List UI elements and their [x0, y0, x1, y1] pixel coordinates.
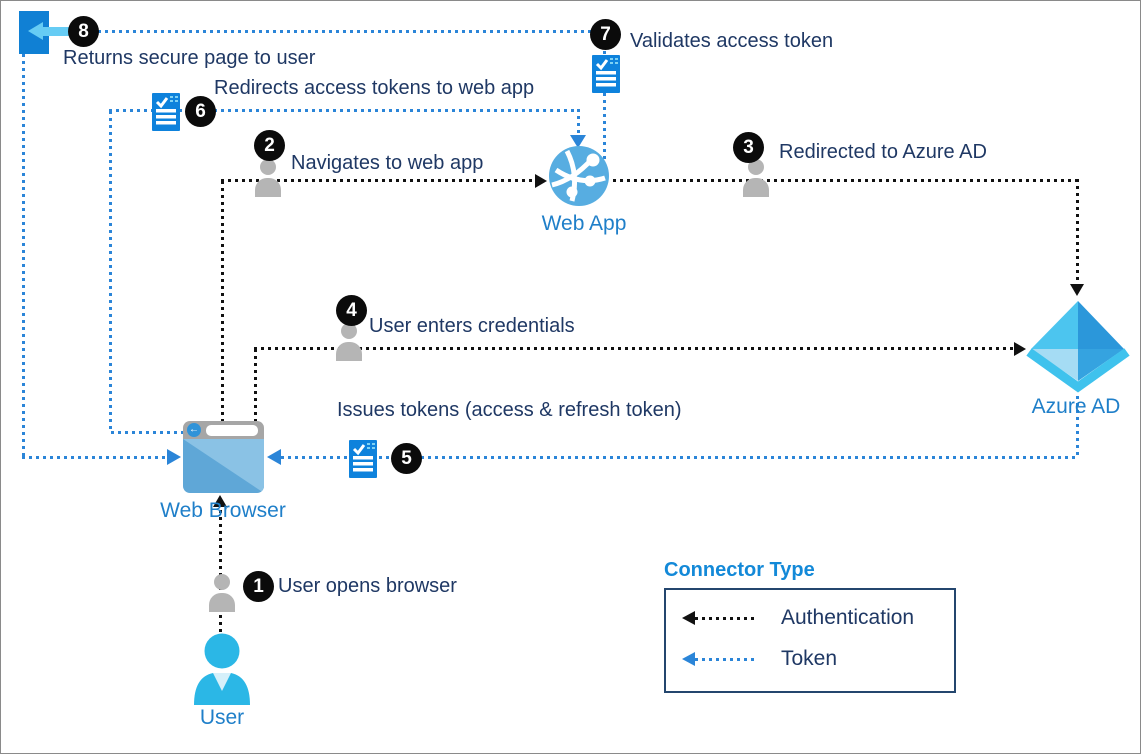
step-label-1: User opens browser [278, 575, 457, 597]
person-icon [194, 633, 250, 705]
step-label-3: Redirected to Azure AD [779, 141, 987, 163]
connector-step6-horizontal [109, 109, 579, 112]
connector-step4-horizontal [254, 347, 1014, 350]
token-icon [349, 440, 377, 478]
legend-token-arrowhead [682, 652, 695, 666]
step-badge-1: 1 [243, 571, 274, 602]
step-badge-2: 2 [254, 130, 285, 161]
arrowhead-left-step5 [267, 449, 281, 465]
secure-page-arrow-tail [43, 27, 77, 36]
person-icon [209, 574, 235, 612]
step-label-2: Navigates to web app [291, 152, 484, 174]
web-app-label: Web App [541, 212, 627, 235]
connector-step2-horizontal [221, 179, 535, 182]
connector-step3-horizontal [613, 179, 1079, 182]
arrowhead-right-step8 [167, 449, 181, 465]
user-label: User [199, 706, 245, 729]
arrowhead-down-step6 [570, 135, 586, 148]
person-icon [255, 159, 281, 197]
legend-label-token: Token [781, 647, 838, 670]
arrowhead-up-step1 [213, 495, 227, 507]
connector-step4-vertical [254, 349, 257, 421]
legend-token-connector [695, 658, 757, 661]
azure-ad-label: Azure AD [1031, 395, 1121, 418]
connector-step8-vertical [22, 54, 25, 458]
arrowhead-right-step2 [535, 174, 547, 188]
legend-label-authentication: Authentication [781, 606, 915, 629]
connector-step3-vertical [1076, 179, 1079, 284]
browser-address-bar [206, 425, 258, 436]
legend-authentication-connector [695, 617, 757, 620]
secure-page-arrow-head [28, 22, 43, 40]
person-icon [743, 159, 769, 197]
connector-step6-vertical [109, 111, 112, 433]
step-badge-4: 4 [336, 295, 367, 326]
legend-box [664, 588, 956, 693]
step-label-8: Returns secure page to user [63, 47, 316, 69]
connector-step8-top [49, 30, 602, 33]
connector-step2-vertical [221, 181, 224, 421]
back-arrow-icon: ← [187, 423, 201, 437]
step-badge-8: 8 [68, 16, 99, 47]
step-badge-6: 6 [185, 96, 216, 127]
connector-step7-vertical [603, 51, 606, 171]
browser-window-icon: ← [183, 421, 264, 493]
web-browser-label: Web Browser [160, 499, 286, 522]
token-icon [152, 93, 180, 131]
step-label-6: Redirects access tokens to web app [214, 77, 535, 99]
step-label-5: Issues tokens (access & refresh token) [337, 399, 682, 421]
arrowhead-right-step4 [1014, 342, 1026, 356]
step-label-4: User enters credentials [369, 315, 575, 337]
connector-step5-horizontal [281, 456, 1078, 459]
person-icon [336, 323, 362, 361]
legend-authentication-arrowhead [682, 611, 695, 625]
connector-step6-into-browser [111, 431, 183, 434]
step-badge-3: 3 [733, 132, 764, 163]
token-icon [592, 55, 620, 93]
legend-title: Connector Type [664, 559, 815, 581]
globe-icon [549, 146, 609, 206]
azure-ad-diamond-icon [1026, 301, 1130, 393]
step-label-7: Validates access token [630, 30, 834, 52]
connector-step1 [219, 503, 222, 633]
step-badge-7: 7 [590, 19, 621, 50]
connector-step5-vertical [1076, 396, 1079, 458]
connector-step6-down [577, 109, 580, 135]
arrowhead-down-step3 [1070, 284, 1084, 296]
connector-step8-bottom [22, 456, 167, 459]
step-badge-5: 5 [391, 443, 422, 474]
